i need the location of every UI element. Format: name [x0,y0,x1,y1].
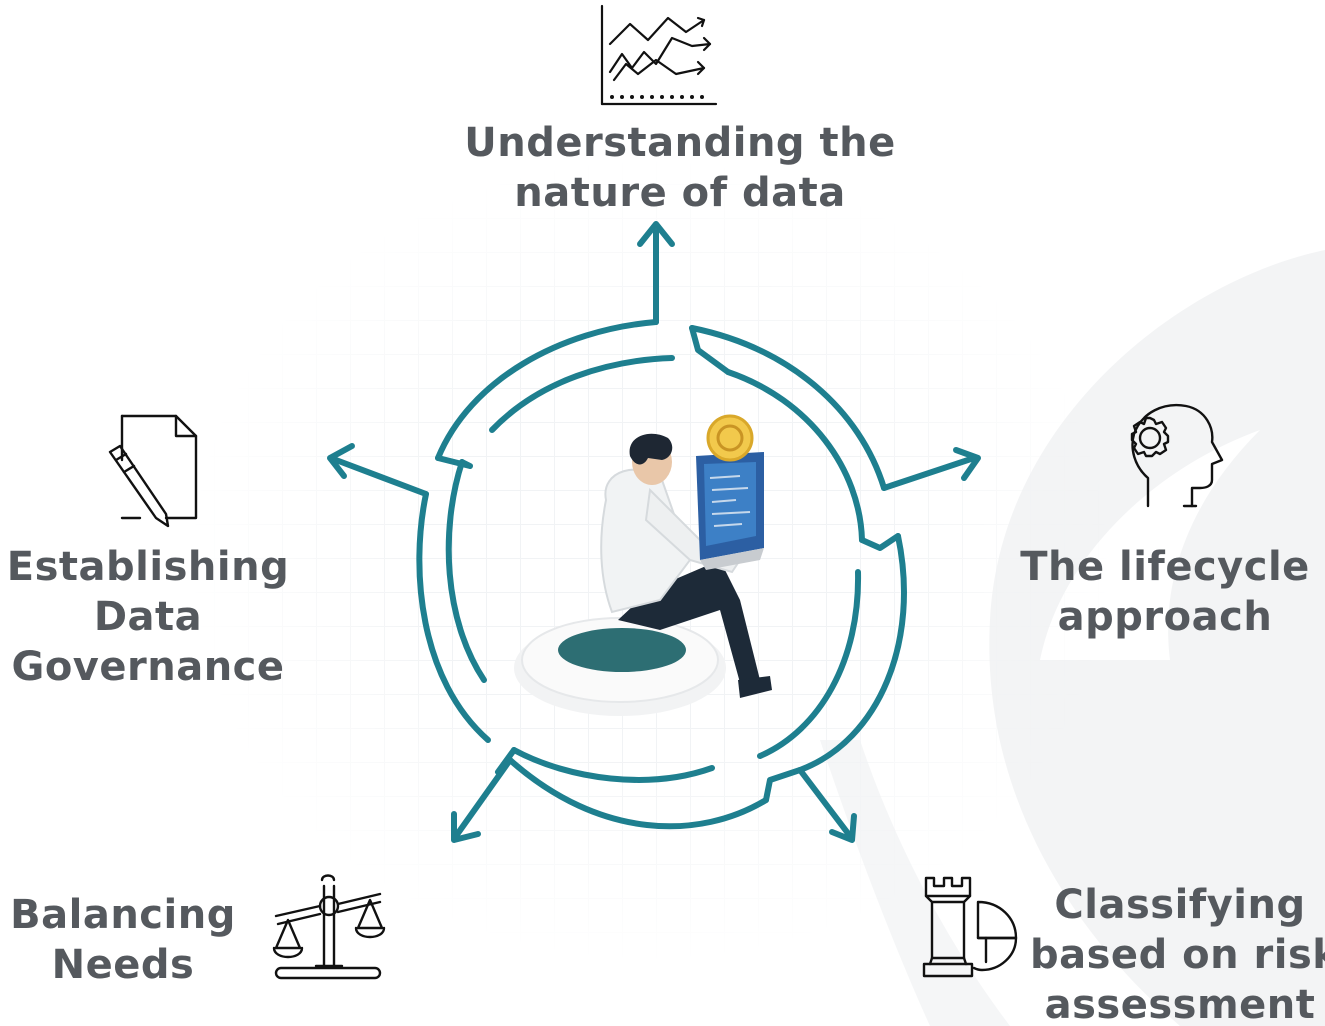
inner-segment-top [489,355,675,433]
label-line: Needs [51,942,195,988]
arrow-head-top [637,221,675,247]
label-line: Data [93,594,203,640]
label-line: Understanding the [464,120,896,166]
chess-rook-pie-chart-icon [922,876,1018,978]
inner-segment-bottom [511,747,715,783]
label-balancing-needs: Balancing Needs [0,890,246,990]
balance-scale-icon [272,874,386,980]
ring-segment-right [797,533,907,773]
label-line: Establishing [6,544,290,590]
document-pen-icon [108,414,198,528]
arrow-head-bottom-left [451,811,481,843]
label-line: Classifying [1054,882,1306,928]
label-line: Balancing [10,892,236,938]
inner-segment-left [445,459,487,683]
label-classifying-risk-assessment: Classifying based on risk assessment [1030,880,1325,1026]
line-chart-icon [600,4,718,106]
label-understanding-nature-of-data: Understanding the nature of data [440,118,920,218]
label-lifecycle-approach: The lifecycle approach [1020,542,1310,642]
label-line: based on risk [1030,932,1325,978]
arrow-head-right [953,447,981,481]
person-illustration [514,414,772,716]
ring-segment-bottom [507,757,769,830]
label-line: assessment [1044,982,1316,1026]
label-line: Governance [11,644,285,690]
ring-segment-top-right [689,325,887,491]
inner-segment-right [725,369,865,543]
ring-segment-left [416,491,491,743]
label-line: The lifecycle [1020,544,1310,590]
inner-segment-bottom-right [757,569,862,759]
label-line: approach [1057,594,1273,640]
ring-segment-top-left [435,319,659,461]
label-line: nature of data [514,170,846,216]
head-gear-icon [1130,403,1224,508]
arrow-head-bottom-right [829,813,857,843]
arrow-head-left [327,443,355,479]
label-establishing-data-governance: Establishing Data Governance [0,542,296,692]
